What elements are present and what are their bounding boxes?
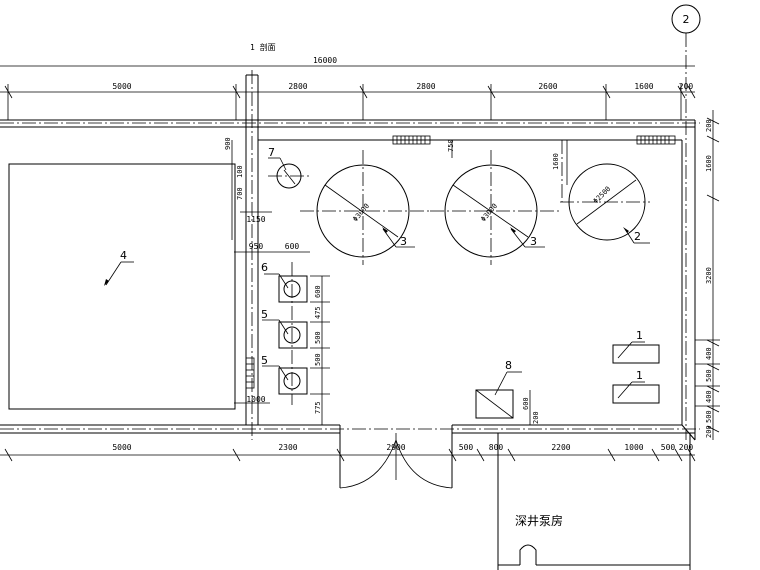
- bottom-dim-5: 2200: [551, 443, 570, 452]
- callout-3b: 3: [530, 235, 537, 248]
- top-dim-1: 2800: [288, 82, 307, 91]
- callout-4: 4: [120, 249, 127, 262]
- dim-750: 750: [447, 139, 455, 152]
- dim-v500a: 500: [314, 331, 322, 344]
- dim-v475: 475: [314, 306, 322, 319]
- panel-1a: [612, 341, 660, 364]
- bottom-dim-0: 5000: [112, 443, 131, 452]
- dim-v600a: 600: [314, 285, 322, 298]
- top-dim-3: 2600: [538, 82, 557, 91]
- callout-5b: 5: [261, 354, 268, 367]
- top-dim-5: 200: [679, 82, 694, 91]
- dim-900: 900: [224, 137, 232, 150]
- room-name: 深井泵房: [515, 513, 563, 528]
- right-dim-6: 500: [705, 410, 713, 423]
- callout-labels: 1 1 2 3 3 4 5 5 6 7 8: [120, 146, 643, 382]
- right-dim-1: 1600: [705, 155, 713, 172]
- top-dim-2: 2800: [416, 82, 435, 91]
- callout-5a: 5: [261, 308, 268, 321]
- right-dim-0: 200: [705, 119, 713, 132]
- right-dim-2: 3200: [705, 267, 713, 284]
- dim-v600b: 600: [522, 397, 530, 410]
- dim-950: 950: [249, 242, 264, 251]
- equipment-8: [475, 371, 522, 419]
- wall-grilles: [245, 135, 676, 389]
- deep-well-pump-room: 深井泵房: [497, 433, 691, 570]
- bottom-dim-6: 1000: [624, 443, 643, 452]
- dim-v500b: 500: [314, 353, 322, 366]
- callout-7: 7: [268, 146, 275, 159]
- callout-3a: 3: [400, 235, 407, 248]
- right-dimension-chain: 200 1600 3200 400 500 400 500 200: [695, 110, 720, 440]
- bottom-dim-3: 500: [459, 443, 474, 452]
- tank-2: Φ3000: [430, 150, 560, 265]
- panel-1b: [612, 381, 660, 404]
- callout-1a: 1: [636, 329, 643, 342]
- top-dimension-chain: 5000 2800 2800 2600 1600 200: [0, 82, 696, 120]
- right-dim-3: 400: [705, 347, 713, 360]
- right-dim-7: 200: [705, 425, 713, 438]
- grid-axis-label: 2: [683, 13, 690, 26]
- top-dim-4: 1600: [634, 82, 653, 91]
- bottom-dim-4: 800: [489, 443, 504, 452]
- overall-dimension-line: 16000: [0, 56, 695, 67]
- dim-1150: 1150: [246, 215, 265, 224]
- grid-axis-marker: 2: [671, 4, 701, 440]
- callout-8: 8: [505, 359, 512, 372]
- overall-dim-label: 16000: [313, 56, 337, 65]
- building-walls: [0, 70, 700, 441]
- top-dim-0: 5000: [112, 82, 131, 91]
- bottom-dimension-chain: 5000 2300 2900 500 800 2200 1000 500 200: [0, 443, 696, 462]
- bottom-dim-8: 200: [679, 443, 694, 452]
- pump-5a: [262, 319, 308, 349]
- inner-dimensions: 900 750 100 700 1150 950 600 1000 1600 6…: [224, 137, 568, 425]
- left-room: [8, 163, 236, 410]
- callout-1b: 1: [636, 369, 643, 382]
- tank-1-dim: Φ3000: [351, 202, 371, 223]
- right-dim-4: 500: [705, 369, 713, 382]
- dim-600: 600: [285, 242, 300, 251]
- tank-1: Φ3000: [300, 150, 430, 265]
- dim-v775: 775: [314, 401, 322, 414]
- equipment-7: [268, 157, 312, 189]
- right-dim-5: 400: [705, 390, 713, 403]
- dim-700: 700: [236, 187, 244, 200]
- callout-6: 6: [261, 261, 268, 274]
- double-door: [339, 433, 453, 489]
- tank-3: Φ2500: [560, 140, 650, 244]
- dim-100: 100: [236, 165, 244, 178]
- pump-6: [264, 273, 308, 303]
- bottom-dim-7: 500: [661, 443, 676, 452]
- pump-5b: [262, 365, 308, 395]
- section-note: 1 剖面: [250, 42, 276, 52]
- dim-v200: 200: [532, 411, 540, 424]
- dim-1000: 1000: [246, 395, 265, 404]
- dim-1600-inner: 1600: [552, 153, 560, 170]
- callout-2: 2: [634, 230, 641, 243]
- bottom-dim-1: 2300: [278, 443, 297, 452]
